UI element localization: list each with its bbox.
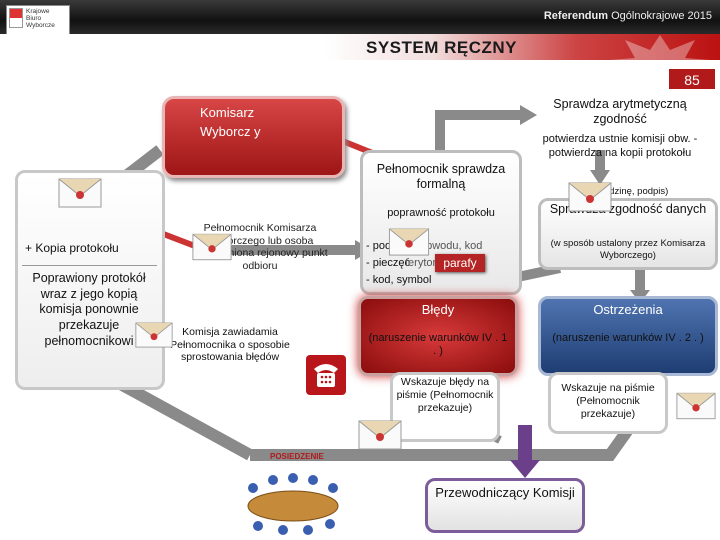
zgodnosc-box	[538, 198, 718, 270]
formal-check-box	[360, 150, 522, 295]
zgodnosc-note: (w sposób ustalony przez Komisarza Wybor…	[550, 238, 706, 261]
formal-title: Pełnomocnik sprawdza formalną	[376, 162, 506, 191]
bledy-wskazuje-box	[390, 372, 500, 442]
ostrzezenia-wskazuje: Wskazuje na piśmie (Pełnomocnik przekazu…	[561, 382, 655, 420]
posiedzenie-label: POSIEDZENIE	[270, 452, 324, 461]
envelope-icon	[58, 178, 102, 208]
protocol-divider	[22, 265, 157, 266]
envelope-icon	[568, 182, 612, 212]
meeting-people-icon	[247, 473, 339, 535]
header-bar	[0, 0, 720, 34]
formal-item-kod: - kod, symbol	[366, 274, 432, 286]
przewodniczacy-label: Przewodniczący Komisji	[435, 485, 575, 500]
eagle-icon	[610, 35, 710, 82]
ostrzezenia-note: (naruszenie warunków IV . 2 . )	[552, 332, 704, 344]
envelope-icon	[676, 392, 716, 420]
bledy-note: (naruszenie warunków IV . 1 . )	[368, 332, 508, 358]
komisarz-box	[162, 96, 345, 178]
arytm-title: Sprawdza arytmetyczną zgodność	[553, 97, 687, 126]
envelope-icon	[135, 322, 173, 348]
slide-number: 85	[668, 68, 716, 90]
envelope-icon	[358, 420, 402, 450]
page-title: SYSTEM RĘCZNY	[366, 38, 518, 57]
formal-item-pieczec: - pieczęć	[366, 257, 411, 269]
przewodniczacy-box	[425, 478, 585, 533]
logo-text: Krajowe Biuro Wyborcze	[26, 8, 55, 29]
parafy-badge: parafy	[435, 254, 485, 272]
arytm-note: (date, godzinę, podpis)	[571, 186, 669, 197]
phone-icon	[306, 355, 346, 395]
bledy-wskazuje: Wskazuje błędy na piśmie (Pełnomocnik pr…	[396, 376, 494, 414]
title-band	[0, 34, 720, 60]
ostrzezenia-title: Ostrzeżenia	[593, 302, 663, 317]
ostrzezenia-wskazuje-box	[548, 372, 668, 434]
komisarz-label: Komisarz Wyborcz y	[200, 105, 261, 139]
komisja-note: Komisja zawiadamia Pełnomocnika o sposob…	[170, 326, 290, 364]
formal-body: poprawność protokołu	[387, 207, 495, 219]
formal-item-overlap-obwod: obwodu, kod	[420, 240, 483, 252]
pelnomocnik-komisarza-text: Pełnomocnik Komisarza Wyborczego lub oso…	[192, 222, 328, 272]
header-title: Referendum Ogólnokrajowe 2015	[544, 10, 712, 22]
poprawiony-label: Poprawiony protokół wraz z jego kopią ko…	[32, 271, 146, 348]
header-title-bold: Referendum	[543, 10, 609, 22]
bledy-title: Błędy	[421, 302, 455, 317]
formal-item-overlap-teryt: terytor.	[405, 257, 439, 269]
kopia-label: + Kopia protokołu	[25, 241, 119, 255]
envelope-icon	[192, 233, 232, 261]
header-title-rest: Ogólnokrajowe 2015	[608, 10, 712, 22]
envelope-icon	[388, 228, 430, 256]
arytm-body: potwierdza ustnie komisji obw. - potwier…	[542, 133, 698, 159]
logo-mark-icon	[9, 8, 23, 28]
